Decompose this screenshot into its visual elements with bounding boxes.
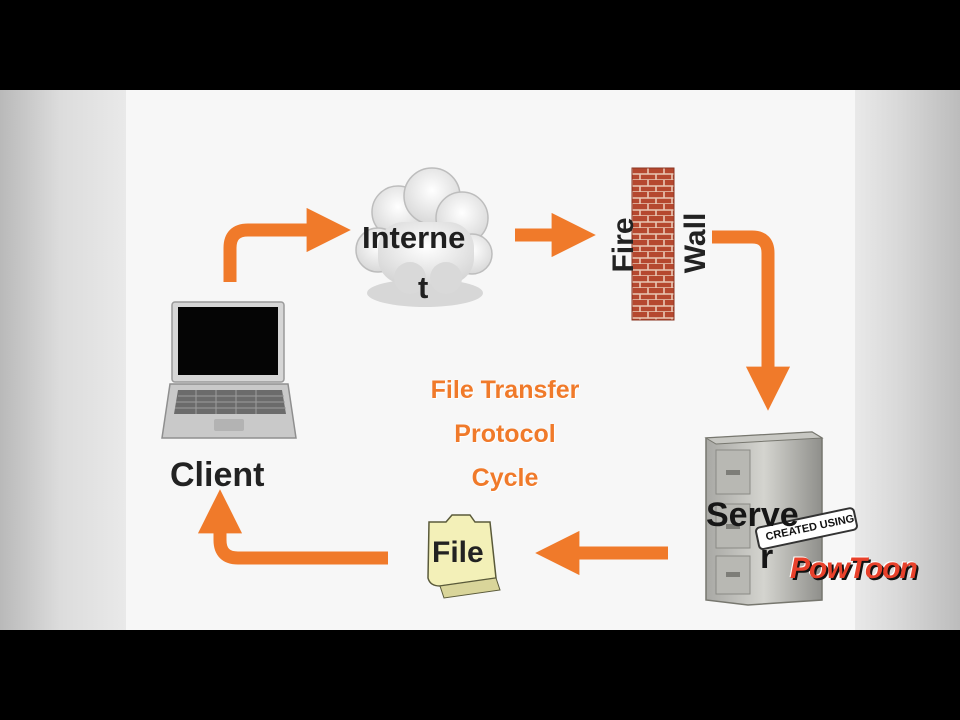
arrow-file-to-client (197, 489, 388, 565)
arrow-firewall-to-server (712, 230, 791, 411)
filing-cabinet-icon (704, 431, 824, 606)
video-letterbox-bottom (0, 630, 960, 720)
arrow-client-to-internet (223, 207, 351, 282)
node-label-client: Client (170, 456, 265, 494)
title-line-1: File Transfer (430, 376, 580, 404)
video-letterbox-top (0, 0, 960, 90)
node-label-internet-tail: t (418, 270, 448, 306)
node-label-file: File (432, 536, 484, 569)
powtoon-watermark-logo (755, 507, 858, 551)
folder-icon (427, 514, 501, 599)
firewall-label-fire: Fire (607, 217, 640, 273)
diagram-title: File Transfer Protocol Cycle (380, 368, 630, 500)
watermark-text-powtoon: PowToon (790, 552, 918, 585)
brick-wall-icon (631, 167, 675, 321)
title-line-3: Cycle (471, 464, 539, 492)
node-label-server-bottom: r (760, 538, 774, 576)
internet-label-top: Interne (362, 220, 466, 255)
firewall-label-wall: Wall (679, 212, 712, 274)
node-label-server-top: Serve (706, 496, 799, 534)
laptop-icon (161, 301, 297, 439)
cloud-icon (355, 167, 493, 307)
title-line-2: Protocol (454, 420, 556, 448)
node-label-internet: Interne (362, 220, 502, 256)
internet-label-bottom: t (418, 270, 429, 305)
